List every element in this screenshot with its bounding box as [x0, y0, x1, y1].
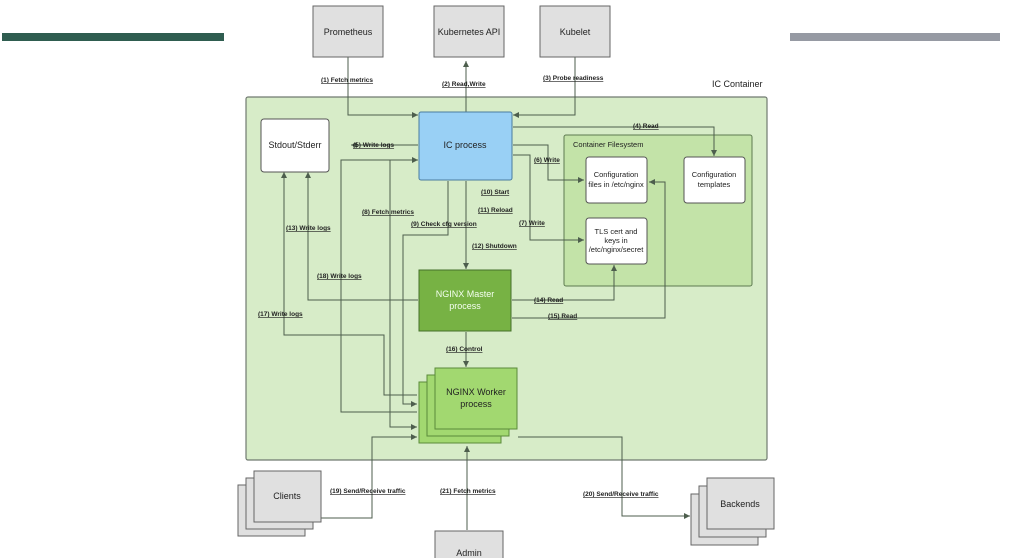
container-filesystem-label: Container Filesystem	[573, 140, 643, 149]
edge-9-line	[402, 181, 449, 407]
prometheus-node	[312, 5, 384, 58]
kubelet-node	[539, 5, 611, 58]
edge-14-label: (14) Read	[534, 297, 563, 304]
edge-13-label: (13) Write logs	[286, 225, 331, 232]
tls-label-1: TLS cert and	[595, 227, 638, 236]
tls-label-2: keys in	[604, 236, 627, 245]
tls-label-3: /etc/nginx/secret	[589, 245, 645, 254]
edge-17-line	[281, 172, 417, 396]
stdout-label: Stdout/Stderr	[268, 140, 321, 150]
ic-container-label: IC Container	[712, 79, 763, 89]
nginx-worker-label-2: process	[460, 399, 492, 409]
clients-label: Clients	[273, 491, 301, 501]
prometheus-label: Prometheus	[324, 27, 373, 37]
nginx-master-node	[418, 269, 512, 332]
edge-13-line	[305, 172, 418, 301]
edge-6-label: (6) Write	[534, 157, 560, 164]
edge-11-label: (11) Reload	[478, 207, 513, 214]
edge-18-line	[340, 157, 418, 413]
backends-node	[706, 477, 775, 530]
edge-4-label: (4) Read	[633, 123, 659, 130]
config-templates-label-1: Configuration	[692, 170, 737, 179]
backends-label: Backends	[720, 499, 760, 509]
edge-9-label: (9) Check cfg version	[411, 221, 477, 228]
edge-8-label: (8) Fetch metrics	[362, 209, 414, 216]
edge-16-label: (16) Control	[446, 346, 483, 353]
ic-process-node	[418, 111, 513, 181]
edge-20-label: (20) Send/Receive traffic	[583, 491, 659, 498]
edge-21-label: (21) Fetch metrics	[440, 488, 496, 495]
edge-14-line	[512, 265, 617, 301]
edge-15-label: (15) Read	[548, 313, 577, 320]
config-files-label-2: files in /etc/nginx	[588, 180, 644, 189]
kubernetes-api-node	[433, 5, 505, 58]
nginx-worker-label-1: NGINX Worker	[446, 387, 506, 397]
edge-17-label: (17) Write logs	[258, 311, 303, 318]
edge-15-line	[512, 179, 666, 319]
nginx-worker-node	[434, 367, 518, 430]
clients-node	[253, 470, 322, 523]
right-decorative-stripe	[790, 33, 1000, 41]
edge-12-label: (12) Shutdown	[472, 243, 517, 250]
edge-6-line	[513, 144, 584, 183]
edge-2-label: (2) Read,Write	[442, 81, 486, 88]
edge-20-line	[518, 436, 690, 519]
kubernetes-api-label: Kubernetes API	[438, 27, 501, 37]
edge-3-label: (3) Probe readiness	[543, 75, 604, 82]
kubelet-label: Kubelet	[560, 27, 591, 37]
edges	[281, 57, 717, 530]
edge-7-line	[513, 154, 584, 243]
edge-4-line	[513, 126, 717, 156]
edge-10-label: (10) Start	[481, 189, 510, 196]
admin-label: Admin	[456, 548, 482, 558]
tls-node	[585, 217, 648, 265]
config-files-node	[585, 156, 648, 204]
edge-1-line	[347, 57, 418, 118]
edge-18-label: (18) Write logs	[317, 273, 362, 280]
config-files-label-1: Configuration	[594, 170, 639, 179]
config-templates-label-2: templates	[698, 180, 731, 189]
nginx-master-label-2: process	[449, 301, 481, 311]
edge-1-label: (1) Fetch metrics	[321, 77, 373, 84]
left-decorative-stripe	[2, 33, 224, 41]
stdout-node	[260, 118, 330, 173]
admin-node	[434, 530, 504, 558]
edge-5-label: (5) Write logs	[353, 142, 394, 149]
edge-3-line	[513, 57, 576, 118]
config-templates-node	[683, 156, 746, 204]
ic-process-label: IC process	[443, 140, 487, 150]
edge-19-line	[321, 434, 417, 519]
edge-7-label: (7) Write	[519, 220, 545, 227]
nginx-master-label-1: NGINX Master	[436, 289, 495, 299]
edge-19-label: (19) Send/Receive traffic	[330, 488, 406, 495]
